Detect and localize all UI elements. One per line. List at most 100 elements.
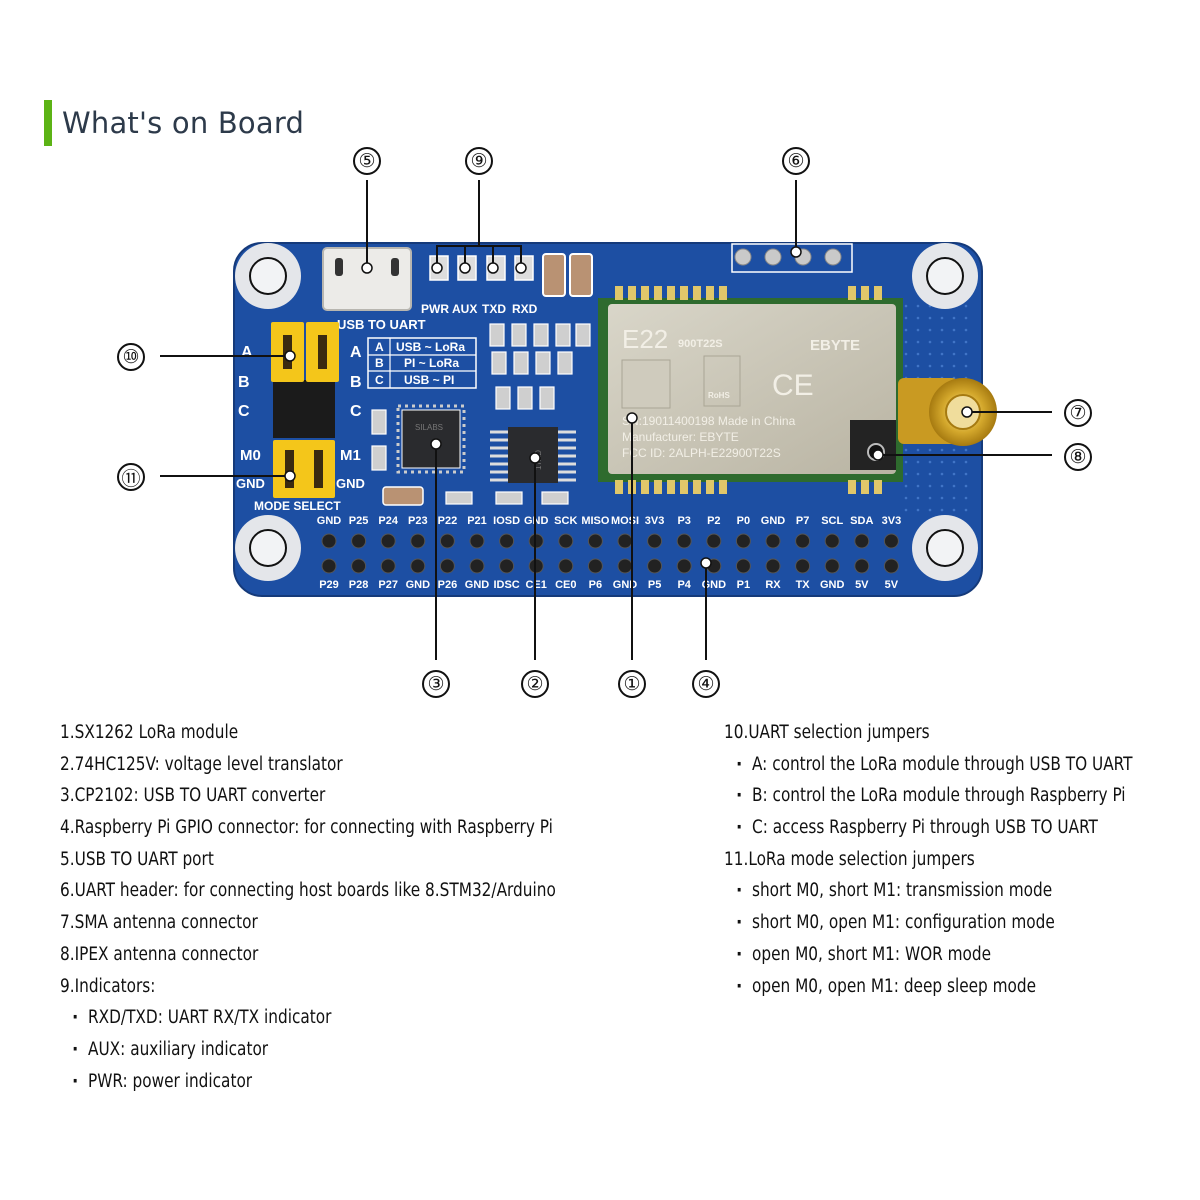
module-model: E22: [622, 324, 668, 354]
cp2102-chip: [396, 404, 466, 474]
gpio-top-label: GND: [317, 515, 342, 527]
section-title: What's on Board: [62, 106, 305, 140]
anchor-dot-2: [529, 452, 541, 464]
jumper-row-a-left: A: [241, 344, 253, 361]
legend-text: 3.CP2102: USB TO UART converter: [60, 785, 326, 807]
gpio-pin: [735, 558, 751, 574]
gpio-pin: [617, 558, 633, 574]
gpio-bottom-label: 5V: [885, 579, 899, 591]
mode-selection-jumpers: [273, 440, 335, 498]
gpio-pin: [795, 558, 811, 574]
gpio-pin: [854, 533, 870, 549]
legend-subitem: RXD/TXD: UART RX/TX indicator: [60, 1002, 599, 1034]
usb-silk-label: USB TO UART: [337, 317, 426, 332]
gpio-top-label: P24: [378, 515, 398, 527]
anchor-dot-1: [626, 412, 638, 424]
anchor-dot-9: [431, 262, 443, 274]
gpio-bottom-label: TX: [796, 579, 811, 591]
legend-subitem: A: control the LoRa module through USB T…: [724, 749, 1166, 781]
gpio-pin: [410, 558, 426, 574]
smd-resistors: [371, 323, 591, 505]
gpio-bottom-label: GND: [702, 579, 727, 591]
legend-subitem: B: control the LoRa module through Raspb…: [724, 780, 1166, 812]
gpio-pin: [647, 558, 663, 574]
cp2102-marking: SILABS: [415, 423, 443, 432]
gpio-pin: [795, 533, 811, 549]
anchor-dot-5: [361, 262, 373, 274]
led-label-txd: TXD: [482, 302, 506, 316]
callout-1: ①: [618, 670, 646, 698]
gpio-top-label: P23: [408, 515, 428, 527]
gpio-header: [321, 533, 899, 574]
anchor-dot-4: [700, 557, 712, 569]
module-rohs: RoHS: [708, 391, 730, 400]
gpio-pin: [499, 558, 515, 574]
gpio-pin: [617, 533, 633, 549]
legend-text: short M0, open M1: configuration mode: [752, 912, 1055, 934]
legend-subitem: short M0, open M1: configuration mode: [724, 907, 1166, 939]
legend-text: AUX: auxiliary indicator: [88, 1038, 269, 1060]
led-label-aux: AUX: [452, 302, 477, 316]
gpio-pin: [351, 533, 367, 549]
capacitor: [382, 486, 424, 506]
gpio-bottom-label: 5V: [855, 579, 869, 591]
anchor-dot-10: [284, 350, 296, 362]
header-accent-bar: [44, 100, 52, 146]
usb-to-uart-port: [322, 247, 412, 311]
gpio-pin: [439, 558, 455, 574]
callout-2: ②: [521, 670, 549, 698]
gpio-pin: [321, 558, 337, 574]
gpio-pin: [499, 533, 515, 549]
indicator-leds: [429, 255, 534, 281]
lora-module: [598, 286, 903, 494]
gpio-bottom-label: IDSC: [493, 579, 519, 591]
jumper-row-b-right: B: [350, 374, 362, 391]
callout-7: ⑦: [1064, 399, 1092, 427]
legend-text: 9.Indicators:: [60, 975, 156, 997]
mounting-hole-top-right: [912, 243, 978, 309]
legend-item: 6.UART header: for connecting host board…: [60, 875, 599, 907]
gpio-bottom-label: RX: [765, 579, 781, 591]
mounting-hole-top-left: [235, 243, 301, 309]
jumper-table-key-a: A: [375, 340, 384, 354]
gpio-top-label: GND: [761, 515, 786, 527]
anchor-dot-11: [284, 470, 296, 482]
gpio-top-label: IOSD: [493, 515, 520, 527]
gpio-top-label: MISO: [581, 515, 610, 527]
legend-text: 10.UART selection jumpers: [724, 722, 930, 743]
gpio-bottom-label: GND: [820, 579, 845, 591]
module-brand: EBYTE: [810, 337, 860, 354]
gpio-top-label: 3V3: [645, 515, 665, 527]
gpio-bottom-label: P26: [438, 579, 458, 591]
gpio-pin: [854, 558, 870, 574]
board-diagram: USB TO UART PWR AUX TXD RXD A USB ~ LoRa…: [160, 180, 1052, 660]
module-ce: CE: [772, 369, 814, 402]
legend-item: 7.SMA antenna connector: [60, 907, 599, 939]
legend-subitem: PWR: power indicator: [60, 1066, 599, 1098]
mode-label-m0: M0: [240, 447, 261, 464]
gpio-pin: [558, 533, 574, 549]
gpio-bottom-label: CE1: [525, 579, 546, 591]
gpio-bottom-label: GND: [465, 579, 490, 591]
legend-text: 7.SMA antenna connector: [60, 912, 258, 934]
mounting-hole-bottom-right: [912, 515, 978, 581]
legend-text: 11.LoRa mode selection jumpers: [724, 848, 975, 870]
gpio-pin: [380, 558, 396, 574]
gpio-pin: [469, 533, 485, 549]
led-label-pwr: PWR: [421, 302, 449, 316]
gpio-top-label: P21: [467, 515, 487, 527]
jumper-row-b-left: B: [238, 374, 250, 391]
gpio-pin: [765, 533, 781, 549]
jumper-table-key-c: C: [375, 373, 384, 387]
gpio-pin: [351, 558, 367, 574]
legend-text: 5.USB TO UART port: [60, 848, 214, 870]
gpio-top-label: P3: [677, 515, 690, 527]
gpio-pin: [676, 558, 692, 574]
module-fcc: FCC ID: 2ALPH-E22900T22S: [622, 446, 781, 460]
legend-subitem: AUX: auxiliary indicator: [60, 1034, 599, 1066]
callout-4: ④: [692, 670, 720, 698]
module-serial: SN:19011400198 Made in China: [622, 414, 796, 428]
callout-5: ⑤: [353, 147, 381, 175]
gpio-top-label: P7: [796, 515, 809, 527]
